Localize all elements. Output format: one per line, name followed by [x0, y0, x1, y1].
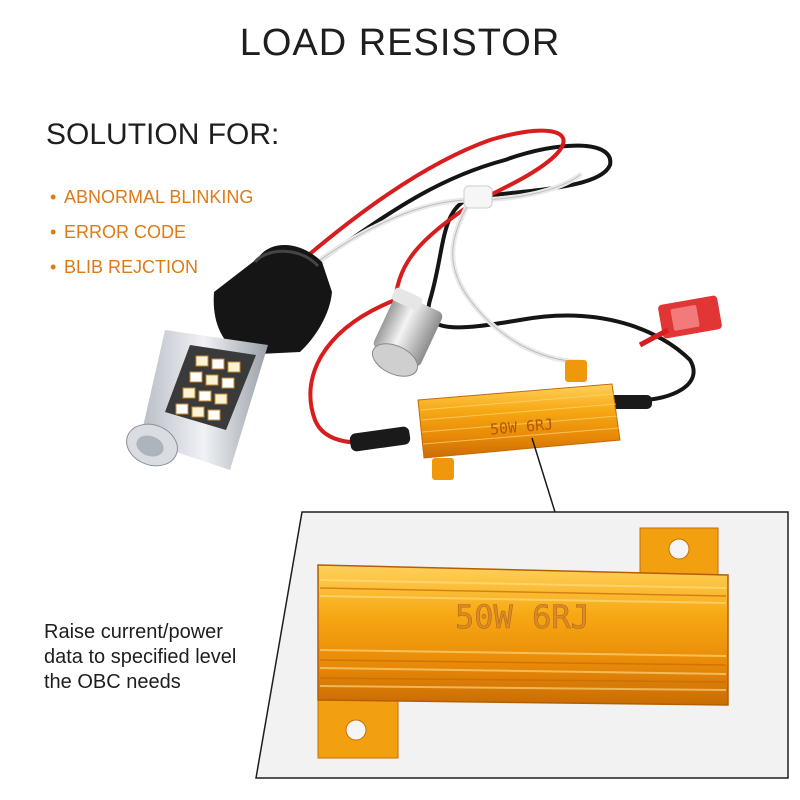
caption: Raise current/power data to specified le… [44, 620, 284, 695]
bulb-socket [371, 287, 443, 377]
list-item: • ERROR CODE [50, 219, 253, 254]
resistor-marking-large: 50W 6RJ [455, 598, 590, 636]
page-title: LOAD RESISTOR [239, 22, 561, 64]
led-bulb [126, 244, 332, 470]
load-resistor-small: 50W 6RJ [417, 360, 621, 480]
wire-white [309, 172, 583, 365]
heat-shrink [349, 426, 411, 452]
list-item-label: ERROR CODE [64, 222, 187, 242]
list-item-label: ABNORMAL BLINKING [64, 187, 254, 207]
wire-tie [463, 185, 493, 209]
bullet-dot: • [50, 187, 57, 207]
bullet-dot: • [50, 222, 57, 242]
solution-list: • ABNORMAL BLINKING • ERROR CODE • BLIB REJ… [50, 184, 253, 289]
list-item: • BLIB REJCTION [50, 254, 253, 289]
resistor-marking: 50W 6RJ [489, 415, 554, 438]
list-item: • ABNORMAL BLINKING [50, 184, 253, 219]
list-item-label: BLIB REJCTION [64, 257, 199, 277]
caption-line: the OBC needs [44, 671, 181, 693]
caption-line: data to specified level [44, 646, 237, 668]
spade-connector [638, 295, 722, 348]
pointer-line [531, 437, 556, 513]
wire-black [316, 143, 696, 402]
caption-line: Raise current/power [44, 621, 223, 643]
solution-heading: SOLUTION FOR: [46, 118, 280, 151]
load-resistor-large: 50W 6RJ [317, 527, 729, 759]
bullet-dot: • [50, 257, 57, 277]
heat-shrink [608, 395, 652, 409]
